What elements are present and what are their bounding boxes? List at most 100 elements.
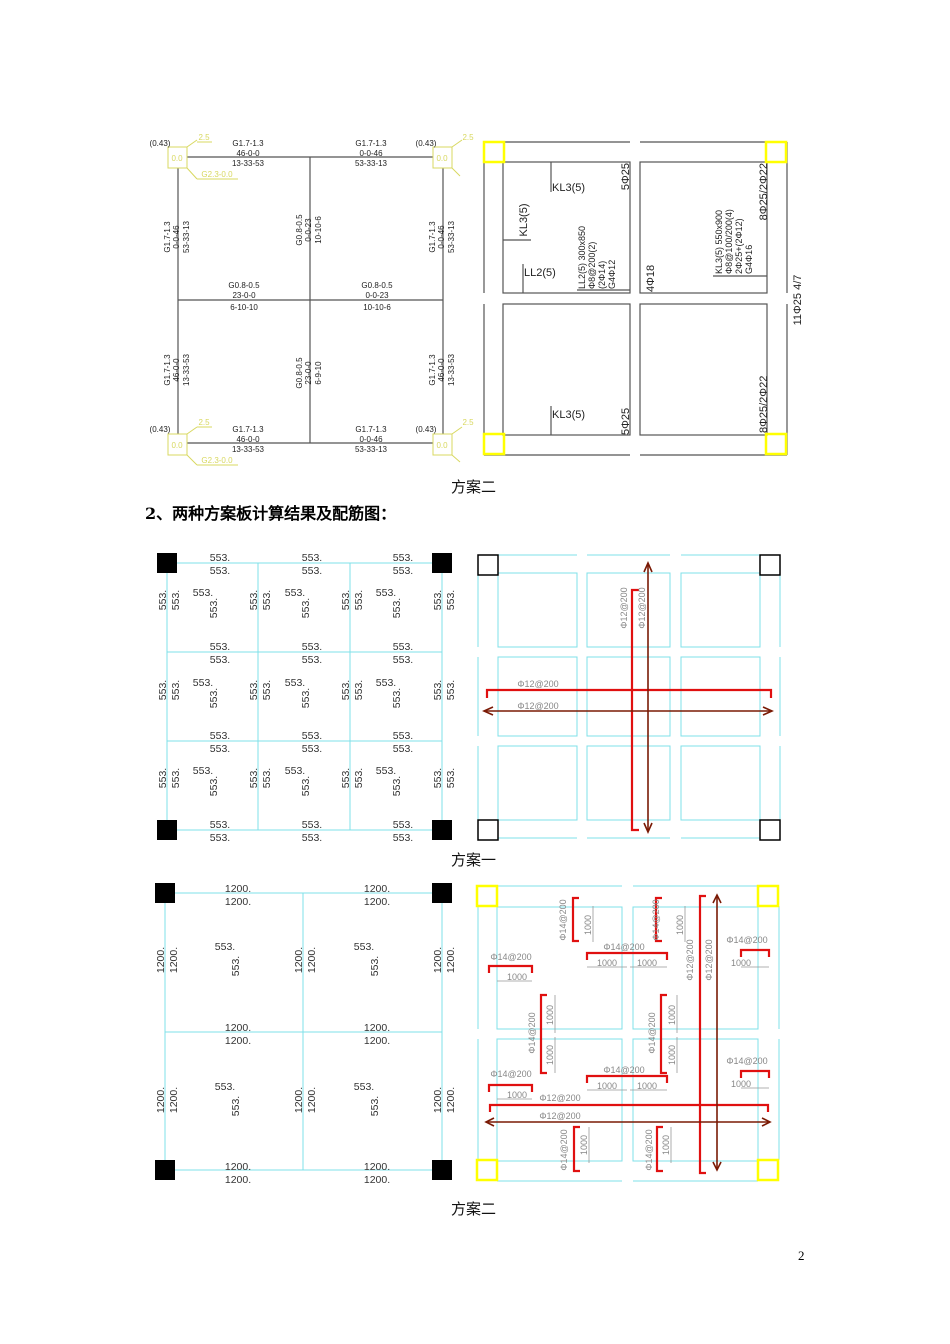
drawing-label-fig2: LL2(5) 300x850 [577,226,587,289]
drawing-label-fig2: Φ8@200(2) [587,242,597,289]
drawing-label-fig1: 0-0-46 [172,225,181,249]
drawing-label-fig3: 553. [376,765,396,777]
drawing-label-fig4: 1000 [637,1081,657,1091]
drawing-label-fig1: (0.43) [416,425,437,434]
drawing-label-fig3: 553. [261,680,273,700]
drawing-label-fig1: (0.43) [416,139,437,148]
drawing-label-fig1: 0.0 [436,154,448,163]
drawing-label-fig3: 553. [300,776,312,796]
fig3-rebar-plan-columns [477,554,781,841]
drawing-label-fig2: 2Φ25+(2Φ12) [734,218,744,274]
drawing-label-fig2: LL2(5) [524,267,556,279]
drawing-label-fig2: 8Φ25/2Φ22 [758,376,770,433]
drawing-label-fig4: 1000 [583,915,593,935]
drawing-label-fig1: G0.8-0.5 [361,281,393,290]
drawing-label-fig3: 553. [193,587,213,599]
drawing-label-fig3: 553. [210,565,230,577]
drawing-label-fig4: 1000 [667,1045,677,1065]
drawing-label-fig2: KL3(5) [552,409,585,421]
drawing-label-fig4: 1000 [545,1045,555,1065]
drawing-label-fig1: G1.7-1.3 [355,139,387,148]
drawing-label-fig1: 0.0 [436,441,448,450]
drawing-label-fig3: 553. [302,565,322,577]
drawing-label-fig1: 2.5 [198,133,210,142]
drawing-label-fig3: Φ12@200 [637,587,647,628]
drawing-label-fig4: 1200. [364,1161,390,1173]
fig4-columns [155,883,452,1180]
drawing-label-fig3: 553. [157,590,169,610]
fig3-columns [157,553,452,840]
drawing-label-fig4: 1200. [225,896,251,908]
drawing-label-fig4: 1000 [667,1005,677,1025]
drawing-label-fig4: 1000 [507,972,527,982]
drawing-label-fig3: 553. [302,832,322,844]
drawing-label-fig3: 553. [208,776,220,796]
drawing-label-fig1: G0.8-0.5 [295,357,304,389]
drawing-label-fig3: 553. [210,743,230,755]
drawing-label-fig3: 553. [210,819,230,831]
drawing-label-fig3: 553. [208,688,220,708]
page-number: 2 [798,1248,805,1263]
drawing-label-fig1: G1.7-1.3 [428,221,437,253]
drawing-label-fig4: 1000 [661,1135,671,1155]
drawing-label-fig4: Φ14@200 [726,1056,767,1066]
drawing-label-fig1: 53-33-13 [447,220,456,253]
drawing-label-fig3: 553. [261,590,273,610]
drawing-label-fig3: 553. [302,641,322,653]
drawing-label-fig1: 0-0-46 [359,149,383,158]
drawing-label-fig4: Φ14@200 [603,942,644,952]
drawing-label-fig2: KL3(5) [552,182,585,194]
fig4-dimension-lines [497,906,769,1163]
drawing-label-fig1: G1.7-1.3 [428,354,437,386]
drawing-label-fig4: 1200. [225,1035,251,1047]
drawing-label-fig4: Φ12@200 [539,1093,580,1103]
drawing-label-fig3: 553. [285,765,305,777]
drawing-label-fig1: (0.43) [150,139,171,148]
drawing-label-fig3: 553. [432,768,444,788]
drawing-label-fig3: 553. [432,680,444,700]
drawing-label-fig1: 46-0-0 [172,358,181,382]
drawing-label-fig1: 13-33-53 [232,159,265,168]
drawing-label-fig1: 23-0-0 [304,361,313,385]
drawing-label-fig4: 553. [215,1081,235,1093]
drawing-label-fig4: 553. [354,941,374,953]
drawing-label-fig4: 1200. [364,896,390,908]
fig3-rebars [482,561,774,834]
drawing-label-fig4: 1200. [155,947,167,973]
drawing-label-fig3: 553. [353,768,365,788]
drawing-label-fig2: 5Φ25 [620,163,632,190]
drawing-label-fig3: 553. [391,688,403,708]
drawing-label-fig4: 1200. [155,1087,167,1113]
drawing-label-fig4: 1200. [364,1022,390,1034]
drawing-label-fig2: KL3(5) [518,203,530,236]
drawing-label-fig3: 553. [285,587,305,599]
drawing-label-fig3: 553. [302,730,322,742]
drawing-label-fig1: G0.8-0.5 [228,281,260,290]
drawing-label-fig2: 11Φ25 4/7 [792,275,804,326]
drawing-label-fig1: 0-0-23 [365,291,389,300]
fig1-columns [167,139,463,466]
drawing-label-fig1: 0-0-23 [304,218,313,242]
drawing-label-fig1: G0.8-0.5 [295,214,304,246]
drawing-label-fig4: 1200. [432,947,444,973]
drawing-label-fig3: Φ12@200 [517,679,558,689]
drawing-label-fig3: 553. [340,768,352,788]
fig4-distribution-bars [484,893,772,1172]
drawing-label-fig1: G1.7-1.3 [232,425,264,434]
drawing-label-fig3: 553. [302,552,322,564]
drawing-label-fig4: 1200. [225,1174,251,1186]
drawing-label-fig4: 1000 [597,1081,617,1091]
drawing-label-fig1: G2.3-0.0 [201,170,233,179]
drawing-label-fig2: (2Φ14) [597,261,607,289]
fig4-slab-grid [164,892,443,1171]
drawing-label-fig3: 553. [432,590,444,610]
drawing-label-fig3: 553. [393,730,413,742]
drawing-label-fig1: 13-33-53 [232,445,265,454]
fig4-rebar-plan-columns [475,884,780,1182]
drawing-label-fig3: 553. [340,590,352,610]
drawing-label-fig4: Φ14@200 [726,935,767,945]
drawing-label-fig1: 0-0-46 [359,435,383,444]
fig4-rebars [487,894,771,1175]
fig3-slab-grid [166,562,443,831]
